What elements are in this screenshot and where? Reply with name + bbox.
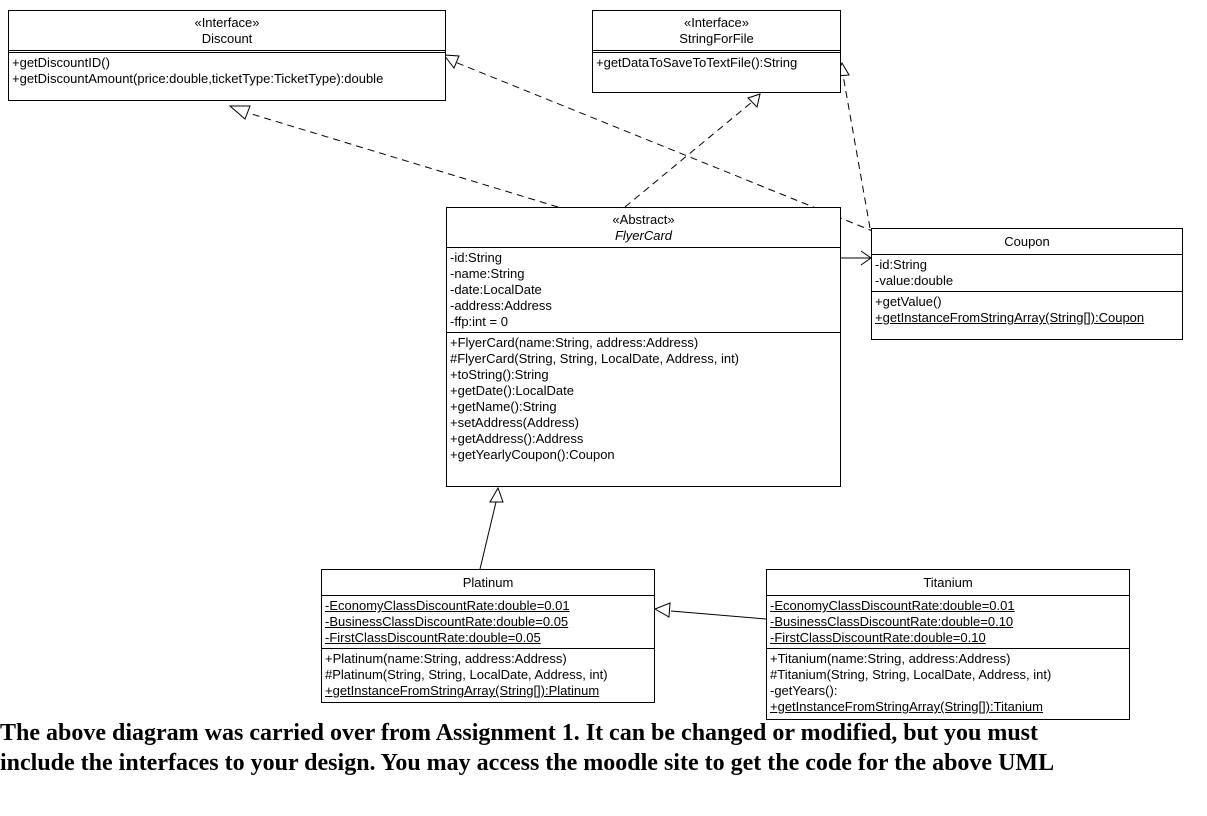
platinum-extends-flyercard-line	[479, 501, 497, 570]
flyercard-method: +getName():String	[450, 399, 557, 414]
titanium-method: -getYears():	[770, 683, 838, 698]
titanium-class-box[interactable]: Titanium -EconomyClassDiscountRate:doubl…	[766, 569, 1130, 720]
platinum-attribute: -BusinessClassDiscountRate:double=0.05	[325, 614, 569, 629]
stringforfile-header: «Interface» StringForFile	[593, 11, 840, 53]
flyercard-realizes-stringforfile-line	[624, 101, 753, 208]
platinum-header: Platinum	[322, 570, 654, 596]
flyercard-attribute: -id:String	[450, 250, 503, 265]
flyercard-method: +FlyerCard(name:String, address:Address)	[450, 335, 699, 350]
flyercard-method: +setAddress(Address)	[450, 415, 579, 430]
platinum-method: #Platinum(String, String, LocalDate, Add…	[325, 667, 608, 682]
discount-method: +getDiscountAmount(price:double,ticketTy…	[12, 71, 384, 86]
titanium-method: +getInstanceFromStringArray(String[]):Ti…	[770, 699, 1043, 714]
platinum-name: Platinum	[462, 575, 514, 590]
coupon-realizes-discount-line	[454, 61, 876, 233]
flyercard-attributes: -id:String -name:String -date:LocalDate …	[447, 248, 840, 333]
flyercard-attribute: -address:Address	[450, 298, 552, 313]
assignment-note: The above diagram was carried over from …	[0, 718, 1207, 778]
stringforfile-realization-arrowhead-a	[747, 93, 761, 108]
titanium-attribute: -EconomyClassDiscountRate:double=0.01	[770, 598, 1015, 613]
stringforfile-interface-box[interactable]: «Interface» StringForFile +getDataToSave…	[592, 10, 841, 93]
titanium-header: Titanium	[767, 570, 1129, 596]
discount-stereotype: «Interface»	[194, 15, 260, 30]
flyercard-realizes-discount-line	[244, 111, 559, 208]
platinum-attribute: -EconomyClassDiscountRate:double=0.01	[325, 598, 570, 613]
platinum-method: +Platinum(name:String, address:Address)	[325, 651, 567, 666]
flyercard-class-box[interactable]: «Abstract» FlyerCard -id:String -name:St…	[446, 207, 841, 487]
coupon-attributes: -id:String -value:double	[872, 255, 1182, 292]
platinum-attributes: -EconomyClassDiscountRate:double=0.01 -B…	[322, 596, 654, 649]
platinum-attribute: -FirstClassDiscountRate:double=0.05	[325, 630, 541, 645]
discount-name: Discount	[201, 31, 253, 46]
flyercard-attribute: -date:LocalDate	[450, 282, 542, 297]
flyercard-generalization-arrowhead	[489, 486, 504, 503]
discount-methods: +getDiscountID() +getDiscountAmount(pric…	[9, 53, 445, 89]
stringforfile-methods: +getDataToSaveToTextFile():String	[593, 53, 840, 73]
flyercard-header: «Abstract» FlyerCard	[447, 208, 840, 248]
flyercard-method: +getDate():LocalDate	[450, 383, 574, 398]
titanium-attributes: -EconomyClassDiscountRate:double=0.01 -B…	[767, 596, 1129, 649]
titanium-method: +Titanium(name:String, address:Address)	[770, 651, 1011, 666]
coupon-method: +getInstanceFromStringArray(String[]):Co…	[875, 310, 1145, 325]
platinum-generalization-arrowhead	[653, 602, 671, 618]
titanium-attribute: -FirstClassDiscountRate:double=0.10	[770, 630, 986, 645]
flyercard-name: FlyerCard	[614, 228, 673, 243]
flyercard-method: +toString():String	[450, 367, 549, 382]
discount-realization-arrowhead	[228, 105, 251, 120]
discount-interface-box[interactable]: «Interface» Discount +getDiscountID() +g…	[8, 10, 446, 101]
titanium-methods: +Titanium(name:String, address:Address) …	[767, 649, 1129, 717]
coupon-realizes-stringforfile-line	[842, 74, 871, 229]
assignment-note-line-2: include the interfaces to your design. Y…	[0, 750, 1055, 776]
stringforfile-stereotype: «Interface»	[683, 15, 750, 30]
titanium-extends-platinum-line	[670, 610, 767, 620]
discount-realization-arrowhead-b	[442, 54, 460, 69]
discount-method: +getDiscountID()	[12, 55, 110, 70]
assignment-note-line-1: The above diagram was carried over from …	[0, 720, 1038, 746]
coupon-class-box[interactable]: Coupon -id:String -value:double +getValu…	[871, 228, 1183, 340]
flyercard-method: +getYearlyCoupon():Coupon	[450, 447, 615, 462]
flyercard-attribute: -ffp:int = 0	[450, 314, 508, 329]
coupon-header: Coupon	[872, 229, 1182, 255]
platinum-methods: +Platinum(name:String, address:Address) …	[322, 649, 654, 701]
flyercard-method: +getAddress():Address	[450, 431, 584, 446]
flyercard-stereotype: «Abstract»	[612, 212, 675, 227]
titanium-method: #Titanium(String, String, LocalDate, Add…	[770, 667, 1052, 682]
platinum-class-box[interactable]: Platinum -EconomyClassDiscountRate:doubl…	[321, 569, 655, 703]
stringforfile-name: StringForFile	[679, 31, 754, 46]
coupon-name: Coupon	[1004, 234, 1050, 249]
flyercard-method: #FlyerCard(String, String, LocalDate, Ad…	[450, 351, 740, 366]
titanium-attribute: -BusinessClassDiscountRate:double=0.10	[770, 614, 1014, 629]
discount-header: «Interface» Discount	[9, 11, 445, 53]
coupon-method: +getValue()	[875, 294, 942, 309]
platinum-method: +getInstanceFromStringArray(String[]):Pl…	[325, 683, 600, 698]
flyercard-attribute: -name:String	[450, 266, 525, 281]
stringforfile-method: +getDataToSaveToTextFile():String	[596, 55, 798, 70]
coupon-attribute: -id:String	[875, 257, 928, 272]
coupon-attribute: -value:double	[875, 273, 954, 288]
coupon-methods: +getValue() +getInstanceFromStringArray(…	[872, 292, 1182, 328]
flyercard-methods: +FlyerCard(name:String, address:Address)…	[447, 333, 840, 465]
titanium-name: Titanium	[923, 575, 973, 590]
